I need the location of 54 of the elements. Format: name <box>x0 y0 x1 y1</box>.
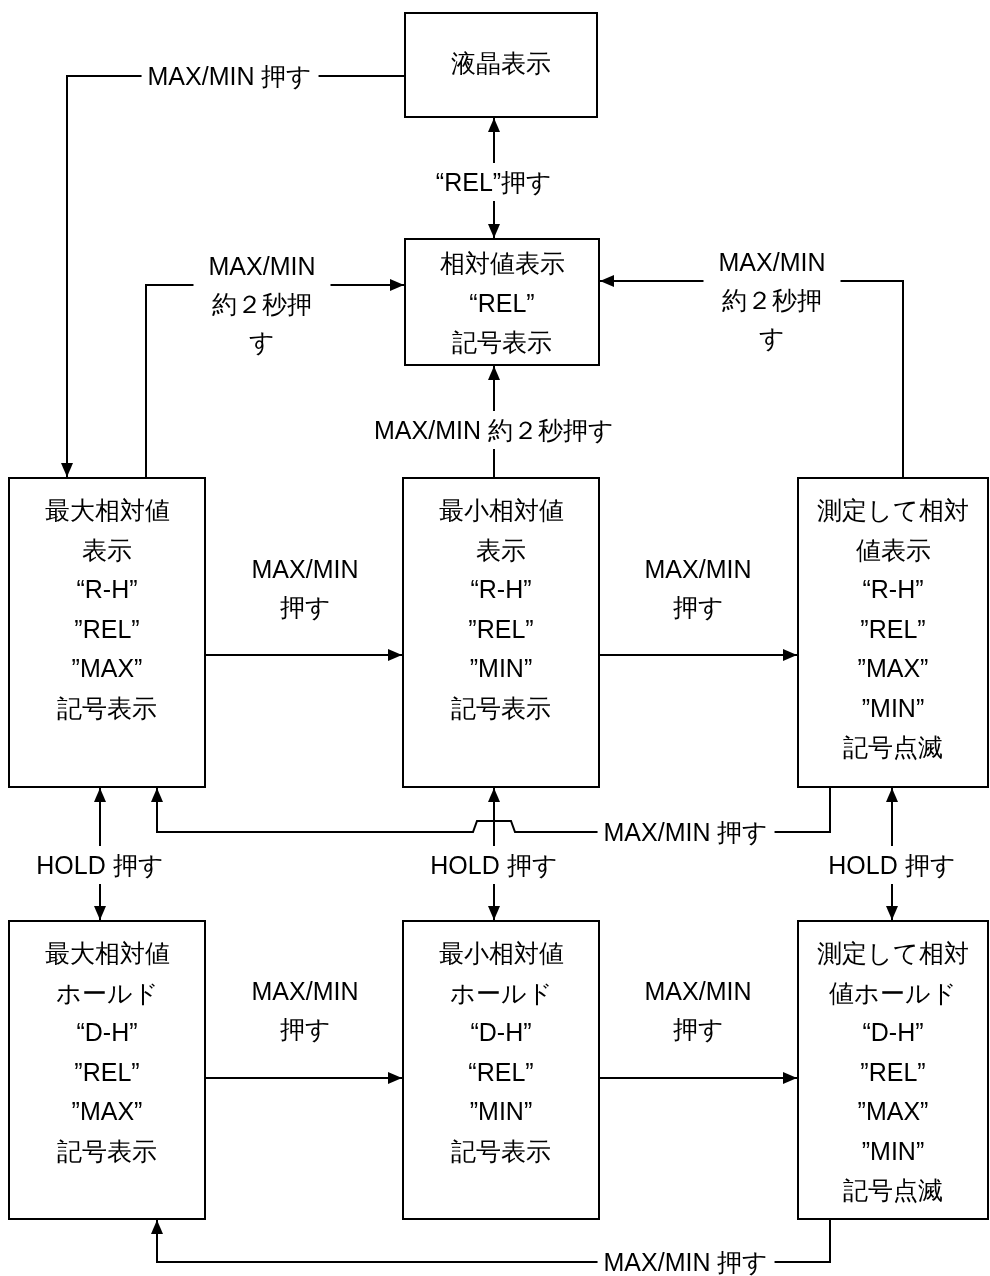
box-text: “REL” <box>468 287 536 319</box>
box-text: 記号表示 <box>451 327 553 358</box>
box-text: “D-H” <box>469 1017 533 1048</box>
state-box <box>8 477 206 788</box>
box-text: ”MIN” <box>468 1096 534 1127</box>
state-box <box>797 477 989 788</box>
box-text: ホールド <box>448 977 554 1009</box>
box-text: 最大相対値 <box>43 495 171 526</box>
box-text: ”MAX” <box>70 653 144 684</box>
box-text: 相対値表示 <box>438 248 566 279</box>
box-text: 記号点滅 <box>842 1175 944 1206</box>
arrow <box>599 1072 798 1084</box>
arrow <box>205 1072 403 1084</box>
arrow <box>599 649 798 661</box>
state-box <box>402 477 600 788</box>
box-text: 記号表示 <box>56 692 158 724</box>
box-text: 記号点滅 <box>842 732 944 763</box>
box-text: ”MAX” <box>856 653 930 684</box>
box-text: ”MIN” <box>468 653 534 684</box>
box-text: ”MAX” <box>70 1096 144 1127</box>
state-box <box>404 12 598 118</box>
box-text: 液晶表示 <box>450 48 552 79</box>
box-text: 最大相対値 <box>43 938 171 969</box>
box-text: “R-H” <box>469 574 533 605</box>
box-text: ”REL” <box>859 1056 927 1088</box>
box-text: 最小相対値 <box>437 938 565 969</box>
box-text: ”REL” <box>467 613 535 645</box>
box-text: ホールド <box>54 977 160 1009</box>
box-text: “REL” <box>467 1056 535 1088</box>
box-text: 測定して相対 <box>816 495 970 526</box>
box-text: ”MIN” <box>860 1135 926 1167</box>
box-text: “R-H” <box>861 574 925 605</box>
box-text: 表示 <box>81 534 133 566</box>
box-text: 表示 <box>475 534 527 566</box>
state-box <box>402 920 600 1220</box>
box-text: ”MIN” <box>860 692 926 724</box>
box-text: ”REL” <box>73 1056 141 1088</box>
box-text: 記号表示 <box>56 1135 158 1167</box>
box-text: 値表示 <box>854 534 932 566</box>
box-text: 最小相対値 <box>437 495 565 526</box>
state-box <box>404 238 600 366</box>
state-box <box>8 920 206 1220</box>
box-text: 記号表示 <box>450 692 552 724</box>
box-text: ”REL” <box>859 613 927 645</box>
box-text: 記号表示 <box>450 1135 552 1167</box>
state-box <box>797 920 989 1220</box>
box-text: 値ホールド <box>828 977 958 1009</box>
box-text: ”REL” <box>73 613 141 645</box>
box-text: “D-H” <box>75 1017 139 1048</box>
arrow <box>205 649 403 661</box>
box-text: ”MAX” <box>856 1096 930 1127</box>
box-text: “D-H” <box>861 1017 925 1048</box>
box-text: “R-H” <box>75 574 139 605</box>
box-text: 測定して相対 <box>816 938 970 969</box>
